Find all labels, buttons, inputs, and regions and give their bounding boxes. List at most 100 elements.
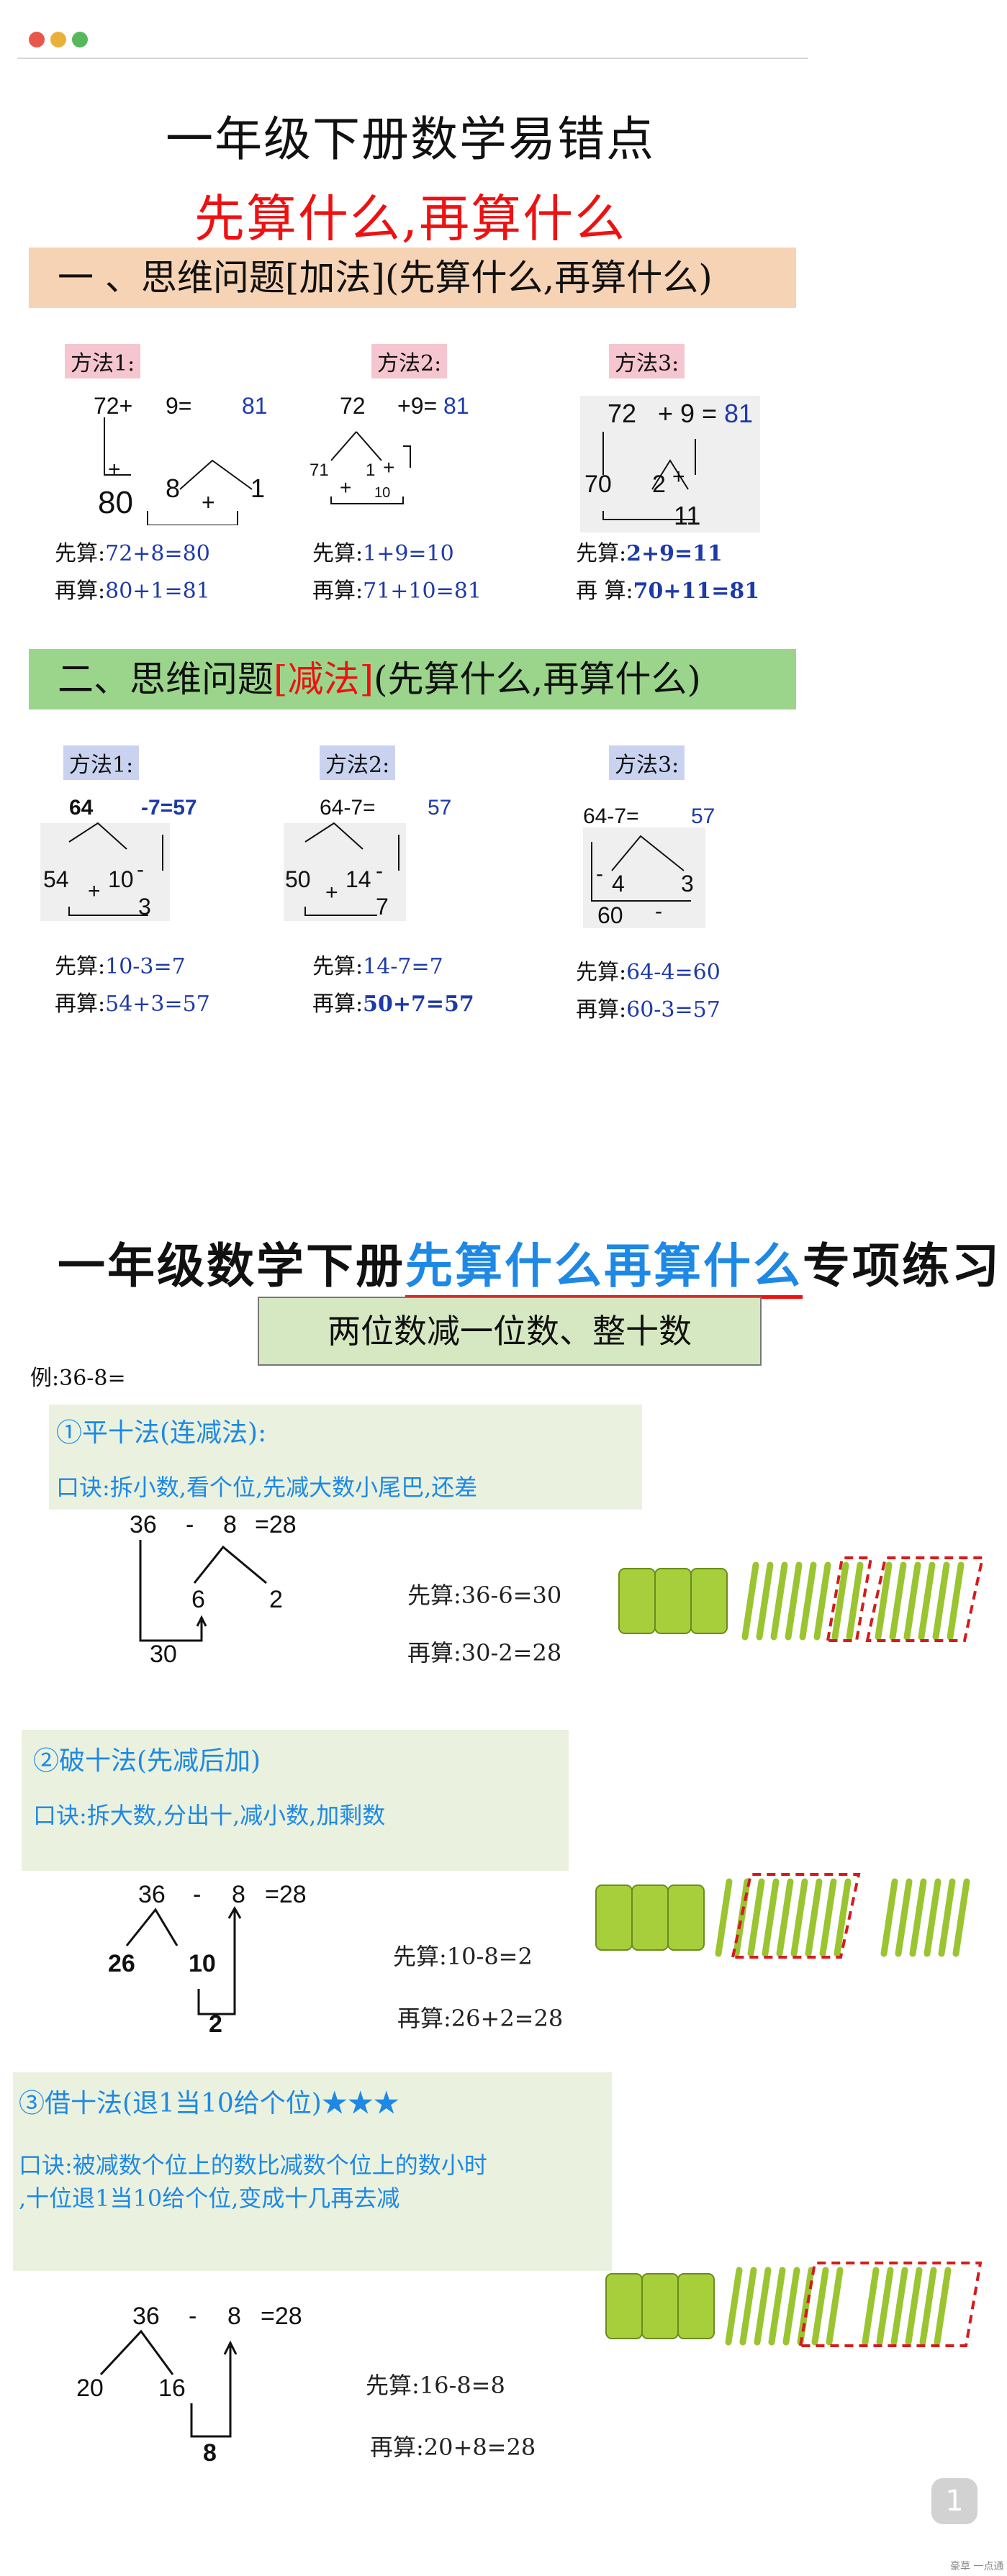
add-method1-diagram: 72+ 9= 81 + 80 8 + 1 — [72, 389, 288, 526]
method1-rhyme: 口诀:拆小数,看个位,先减大数小尾巴,还差 — [56, 1474, 478, 1501]
m1-top-b: 8 — [223, 1511, 237, 1538]
sub-method3-label: 方法3: — [609, 745, 685, 780]
m1-sticks-svg — [618, 1556, 985, 1642]
add-m3-then: 70+11=81 — [633, 579, 760, 604]
section-subtraction-heading: 二、思维问题[减法](先算什么,再算什么) — [29, 649, 796, 709]
sub-m3-first-label: 先算: — [576, 960, 627, 985]
method2-rhyme: 口诀:拆大数,分出十,减小数,加剩数 — [33, 1802, 386, 1829]
sub-m2-then-label: 再算: — [312, 992, 363, 1017]
add-m2-top-mid: +9= — [397, 393, 438, 419]
sub-m3-split-a: 4 — [612, 871, 625, 897]
add-m1-then: 80+1=81 — [105, 579, 210, 604]
page-number-badge[interactable]: 1 — [931, 2478, 977, 2524]
m3-top-op: - — [189, 2303, 197, 2330]
sub-m1-op1: - — [137, 858, 144, 881]
m3-top-a: 36 — [132, 2303, 160, 2330]
add-m2-split-a: 71 — [310, 461, 329, 480]
method3-heading: ③借十法(退1当10给个位)★★★ — [19, 2089, 399, 2118]
sub-method3-lines — [591, 835, 691, 902]
sub-m2-top-left: 64-7= — [320, 796, 376, 820]
sub-method2-lines — [304, 822, 399, 916]
add-m3-split-b: 2 — [652, 471, 666, 498]
close-dot[interactable] — [29, 32, 45, 47]
add-method2-steps: 先算:1+9=10 再算:71+10=81 — [312, 535, 482, 610]
add-m2-split-c: 10 — [374, 485, 391, 501]
add-m1-split-a: 80 — [98, 485, 133, 520]
sub-m2-op2: + — [325, 881, 338, 904]
sub-m2-op1: - — [376, 859, 383, 883]
m3-first-step: 先算:16-8=8 — [366, 2372, 505, 2399]
window-controls — [29, 32, 94, 50]
sub-method3-steps: 先算:64-4=60 再算:60-3=57 — [576, 954, 721, 1029]
add-m2-then: 71+10=81 — [363, 579, 482, 604]
sub-m1-then-label: 再算: — [55, 992, 106, 1017]
sub-method1-steps: 先算:10-3=7 再算:54+3=57 — [55, 948, 210, 1023]
m3-top-eq: =28 — [261, 2303, 302, 2330]
m2-top-b: 8 — [232, 1881, 245, 1908]
sub-m1-top-mid: -7=57 — [141, 796, 197, 820]
sub-m2-then: 50+7=57 — [363, 992, 474, 1017]
method1-sticks-illustration — [612, 1547, 986, 1655]
sub-m3-op2: - — [655, 899, 662, 923]
method1-diagram: 36 - 8 =28 6 2 30 — [115, 1511, 353, 1669]
minimize-dot[interactable] — [50, 32, 66, 47]
add-m1-first: 72+8=80 — [105, 541, 210, 566]
practice-title-before: 一年级数学下册 — [58, 1238, 405, 1294]
m1-top-op: - — [186, 1511, 194, 1538]
method3-lines — [99, 2329, 238, 2438]
method3-sticks-illustration — [599, 2252, 988, 2360]
m3-sticks-svg — [605, 2262, 983, 2347]
sub-m3-top-left: 64-7= — [583, 804, 639, 828]
add-m1-first-label: 先算: — [55, 541, 106, 566]
page-subtitle: 先算什么,再算什么 — [194, 189, 627, 248]
add-m2-top-right: 81 — [443, 393, 469, 419]
m1-top-eq: =28 — [255, 1511, 297, 1538]
m2-result: 2 — [209, 2010, 222, 2038]
add-m3-split-c: 11 — [674, 501, 701, 530]
sub-m1-split-a: 54 — [43, 866, 69, 892]
method3-box: ③借十法(退1当10给个位)★★★ 口诀:被减数个位上的数比减数个位上的数小时 … — [13, 2072, 612, 2271]
sub-m2-top-right: 57 — [428, 796, 452, 820]
add-m3-op1: + — [672, 465, 685, 489]
practice-title-highlight: 先算什么再算什么 — [405, 1238, 803, 1299]
add-m3-top-right: 81 — [724, 399, 754, 428]
sub-m3-split-b: 3 — [681, 871, 694, 897]
add-m1-split-b: 8 — [166, 473, 181, 503]
m2-first-step: 先算:10-8=2 — [393, 1943, 533, 1970]
maximize-dot[interactable] — [72, 32, 88, 47]
add-m3-top-left: 72 — [608, 399, 637, 428]
window-divider — [17, 58, 808, 59]
add-method2-lines — [330, 431, 411, 504]
m2-then-step: 再算:26+2=28 — [397, 2005, 564, 2032]
m1-top-a: 36 — [130, 1511, 157, 1538]
practice-title: 一年级数学下册先算什么再算什么专项练习 — [58, 1228, 1001, 1299]
watermark: 豪草 一点通 — [950, 2561, 1004, 2572]
add-m1-op1: + — [108, 458, 121, 481]
sub-method1-label: 方法1: — [63, 745, 140, 780]
add-method3-label: 方法3: — [609, 344, 685, 378]
method3-rhyme-line1: 口诀:被减数个位上的数比减数个位上的数小时 — [19, 2151, 487, 2179]
method1-box: ①平十法(连减法): 口诀:拆小数,看个位,先减大数小尾巴,还差 — [49, 1405, 642, 1510]
sub-m3-top-right: 57 — [691, 804, 715, 828]
sub-m3-then: 60-3=57 — [626, 997, 721, 1022]
example-label: 例:36-8= — [30, 1366, 126, 1391]
add-m3-then-label: 再 算: — [576, 579, 633, 604]
sub-method2-steps: 先算:14-7=7 再算:50+7=57 — [312, 948, 474, 1023]
m1-first-step: 先算:36-6=30 — [407, 1582, 562, 1609]
m1-split-b2: 2 — [269, 1586, 283, 1613]
method2-box: ②破十法(先减后加) 口诀:拆大数,分出十,减小数,加剩数 — [22, 1730, 569, 1871]
sub-m3-first: 64-4=60 — [626, 960, 721, 985]
m2-sticks-svg — [595, 1873, 970, 1959]
sub-m2-split-b: 14 — [346, 866, 371, 892]
add-m2-split-b: 1 — [366, 461, 376, 480]
add-m1-top-right: 81 — [242, 393, 268, 419]
add-method1-label: 方法1: — [65, 344, 141, 378]
sub-m3-op1: - — [596, 862, 603, 886]
add-method2-diagram: 72 +9= 81 71 1 + + 10 — [302, 389, 518, 525]
add-m1-top-left: 72+ — [94, 393, 133, 419]
add-method3-diagram: 72 + 9 = 81 70 2 + 11 + — [580, 396, 760, 532]
add-m1-then-label: 再算: — [55, 579, 106, 604]
m1-result: 30 — [150, 1641, 177, 1668]
method1-heading: ①平十法(连减法): — [56, 1418, 267, 1448]
sub-m1-op2: + — [88, 879, 101, 903]
